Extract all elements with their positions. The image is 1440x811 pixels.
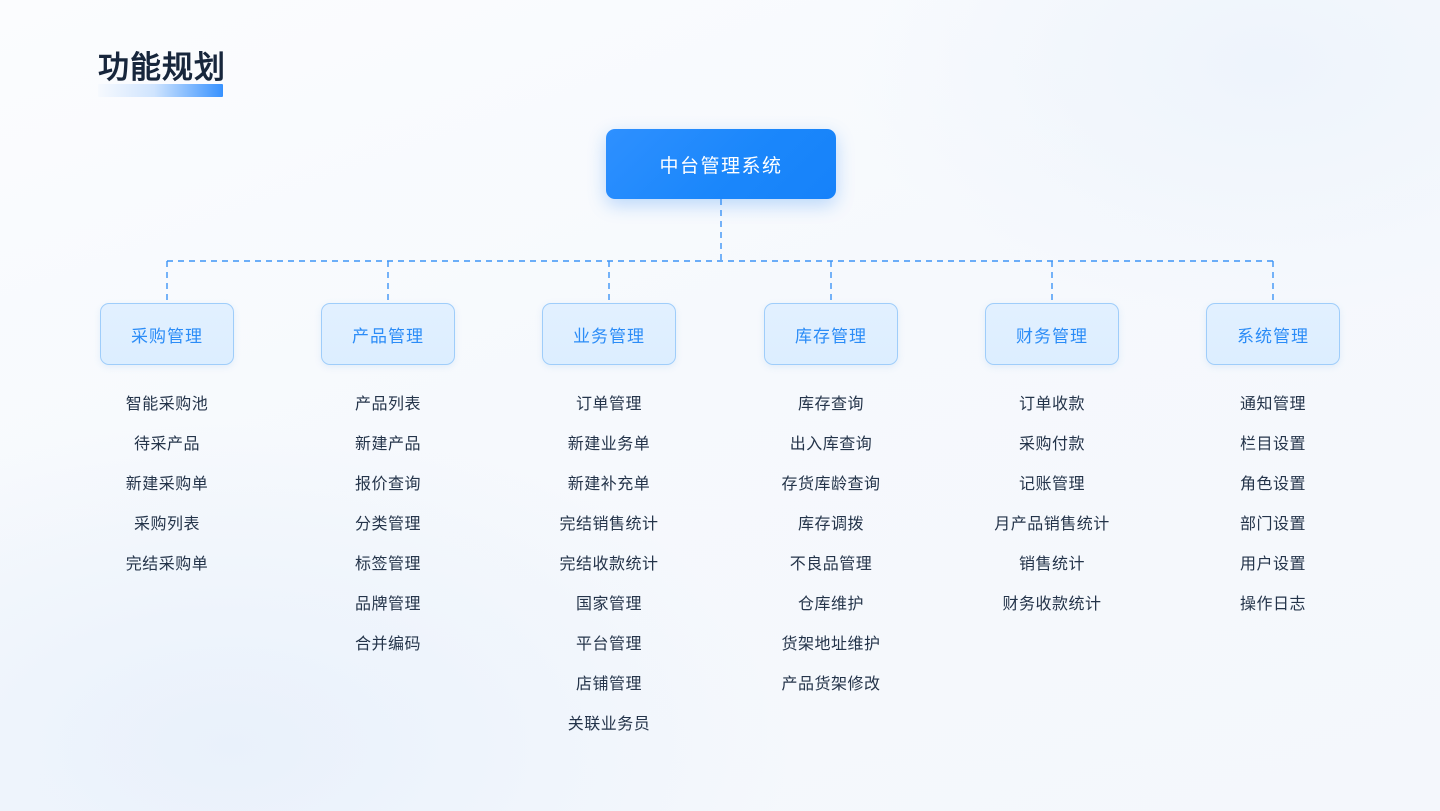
leaf-item[interactable]: 出入库查询 [789, 436, 873, 453]
leaf-item[interactable]: 报价查询 [354, 476, 421, 493]
leaf-item[interactable]: 新建产品 [354, 436, 421, 453]
leaf-item[interactable]: 用户设置 [1239, 556, 1306, 573]
leaf-item[interactable]: 国家管理 [575, 596, 642, 613]
leaf-item[interactable]: 店铺管理 [575, 676, 642, 693]
leaf-item[interactable]: 分类管理 [354, 516, 421, 533]
leaf-item[interactable]: 新建业务单 [567, 436, 651, 453]
leaf-item[interactable]: 存货库龄查询 [781, 476, 881, 493]
leaf-item[interactable]: 完结采购单 [125, 556, 209, 573]
leaf-item[interactable]: 待采产品 [133, 436, 200, 453]
leaf-item[interactable]: 操作日志 [1239, 596, 1306, 613]
category-node-product[interactable]: 产品管理 [321, 303, 455, 365]
leaf-item[interactable]: 库存调拨 [797, 516, 864, 533]
root-node-label: 中台管理系统 [659, 155, 783, 177]
category-node-label: 库存管理 [795, 326, 867, 346]
page-title-block: 功能规划 [98, 48, 226, 97]
leaf-item[interactable]: 关联业务员 [567, 716, 651, 733]
leaf-list-system: 通知管理栏目设置角色设置部门设置用户设置操作日志 [1183, 385, 1363, 625]
page-title: 功能规划 [98, 50, 226, 85]
category-node-finance[interactable]: 财务管理 [985, 303, 1119, 365]
category-node-label: 采购管理 [131, 326, 203, 346]
column-business: 业务管理订单管理新建业务单新建补充单完结销售统计完结收款统计国家管理平台管理店铺… [519, 303, 699, 745]
leaf-list-purchase: 智能采购池待采产品新建采购单采购列表完结采购单 [77, 385, 257, 585]
category-node-label: 产品管理 [352, 326, 424, 346]
leaf-item[interactable]: 销售统计 [1018, 556, 1085, 573]
leaf-item[interactable]: 智能采购池 [125, 396, 209, 413]
leaf-item[interactable]: 订单管理 [575, 396, 642, 413]
category-node-label: 财务管理 [1016, 326, 1088, 346]
leaf-item[interactable]: 部门设置 [1239, 516, 1306, 533]
leaf-item[interactable]: 平台管理 [575, 636, 642, 653]
leaf-item[interactable]: 财务收款统计 [1002, 596, 1102, 613]
leaf-item[interactable]: 记账管理 [1018, 476, 1085, 493]
leaf-item[interactable]: 新建采购单 [125, 476, 209, 493]
leaf-item[interactable]: 完结销售统计 [559, 516, 659, 533]
leaf-list-product: 产品列表新建产品报价查询分类管理标签管理品牌管理合并编码 [298, 385, 478, 665]
leaf-item[interactable]: 标签管理 [354, 556, 421, 573]
category-node-purchase[interactable]: 采购管理 [100, 303, 234, 365]
leaf-item[interactable]: 月产品销售统计 [994, 516, 1110, 533]
leaf-item[interactable]: 仓库维护 [797, 596, 864, 613]
leaf-item[interactable]: 订单收款 [1018, 396, 1085, 413]
leaf-item[interactable]: 完结收款统计 [559, 556, 659, 573]
leaf-item[interactable]: 合并编码 [354, 636, 421, 653]
column-finance: 财务管理订单收款采购付款记账管理月产品销售统计销售统计财务收款统计 [962, 303, 1142, 625]
leaf-item[interactable]: 通知管理 [1239, 396, 1306, 413]
leaf-item[interactable]: 货架地址维护 [781, 636, 881, 653]
leaf-list-finance: 订单收款采购付款记账管理月产品销售统计销售统计财务收款统计 [962, 385, 1142, 625]
category-node-label: 业务管理 [573, 326, 645, 346]
leaf-item[interactable]: 采购付款 [1018, 436, 1085, 453]
leaf-item[interactable]: 采购列表 [133, 516, 200, 533]
leaf-list-business: 订单管理新建业务单新建补充单完结销售统计完结收款统计国家管理平台管理店铺管理关联… [519, 385, 699, 745]
category-node-inventory[interactable]: 库存管理 [764, 303, 898, 365]
column-product: 产品管理产品列表新建产品报价查询分类管理标签管理品牌管理合并编码 [298, 303, 478, 665]
category-node-system[interactable]: 系统管理 [1206, 303, 1340, 365]
leaf-item[interactable]: 新建补充单 [567, 476, 651, 493]
leaf-item[interactable]: 产品列表 [354, 396, 421, 413]
leaf-item[interactable]: 角色设置 [1239, 476, 1306, 493]
leaf-list-inventory: 库存查询出入库查询存货库龄查询库存调拨不良品管理仓库维护货架地址维护产品货架修改 [741, 385, 921, 705]
column-inventory: 库存管理库存查询出入库查询存货库龄查询库存调拨不良品管理仓库维护货架地址维护产品… [741, 303, 921, 705]
title-underline-accent [98, 84, 223, 97]
leaf-item[interactable]: 栏目设置 [1239, 436, 1306, 453]
leaf-item[interactable]: 产品货架修改 [781, 676, 881, 693]
category-node-business[interactable]: 业务管理 [542, 303, 676, 365]
column-system: 系统管理通知管理栏目设置角色设置部门设置用户设置操作日志 [1183, 303, 1363, 625]
category-node-label: 系统管理 [1237, 326, 1309, 346]
leaf-item[interactable]: 品牌管理 [354, 596, 421, 613]
root-node[interactable]: 中台管理系统 [606, 129, 836, 199]
column-purchase: 采购管理智能采购池待采产品新建采购单采购列表完结采购单 [77, 303, 257, 585]
leaf-item[interactable]: 不良品管理 [789, 556, 873, 573]
leaf-item[interactable]: 库存查询 [797, 396, 864, 413]
